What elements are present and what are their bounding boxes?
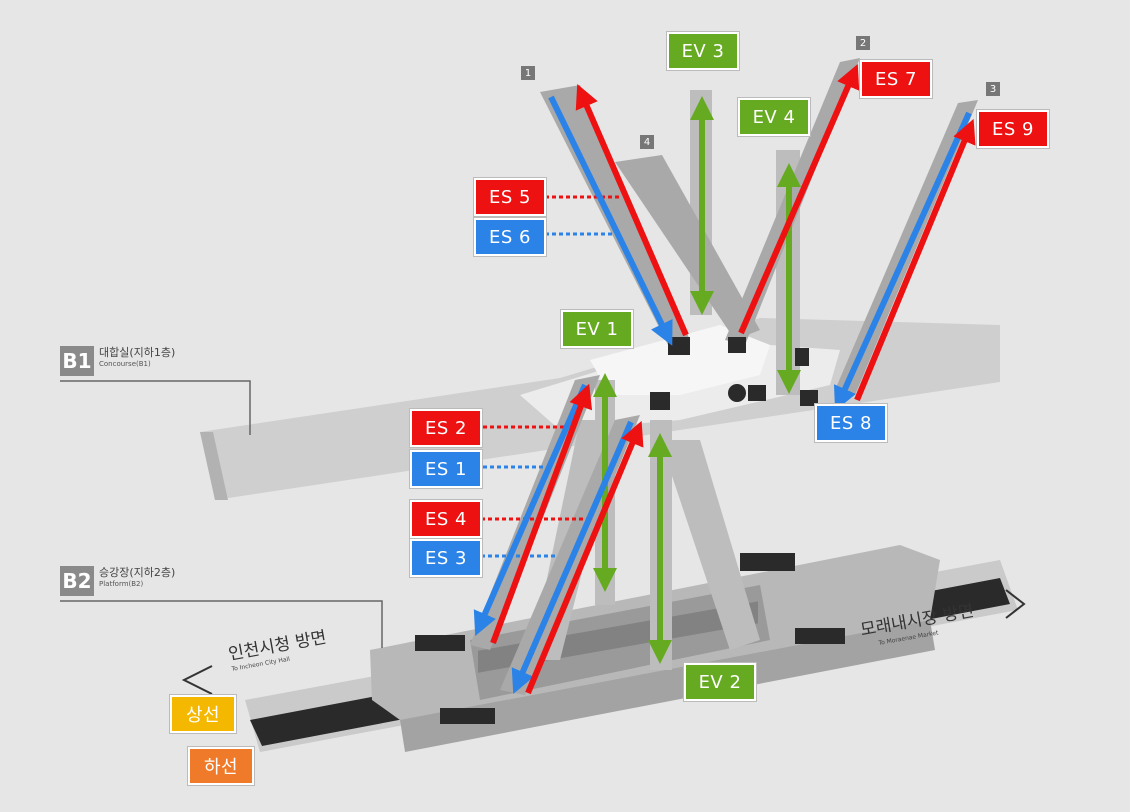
service-icon [795, 348, 809, 366]
ev3-label: EV 3 [667, 32, 739, 70]
es9-label: ES 9 [977, 110, 1049, 148]
legend-up-line: 상선 [170, 695, 236, 733]
es1-label: ES 1 [410, 450, 482, 488]
b1-name-en: Concourse(B1) [99, 360, 151, 368]
facility-icons [415, 337, 845, 724]
platform-facility-icons-4 [440, 708, 495, 724]
ev4-label: EV 4 [738, 98, 810, 136]
ev2-label: EV 2 [684, 663, 756, 701]
legend-down-line: 하선 [188, 747, 254, 785]
es9-arrow [854, 118, 976, 402]
arrow-left-icon [181, 665, 213, 695]
arrow-right-icon [1005, 589, 1026, 619]
es4-arrow [525, 420, 644, 695]
b2-name-ko: 승강장(지하2층) [99, 566, 176, 579]
es2-arrow [490, 383, 593, 645]
exit-4-badge: 4 [640, 135, 654, 149]
es8-label: ES 8 [815, 404, 887, 442]
station-office-icon [650, 392, 670, 410]
es7-arrow [738, 63, 860, 335]
b1-name-ko: 대합실(지하1층) [99, 346, 176, 359]
es8-arrow [833, 111, 972, 411]
es6-arrow [548, 95, 673, 346]
platform-facility-icons-3 [795, 628, 845, 644]
es5-label: ES 5 [474, 178, 546, 216]
b1-badge: B1 [60, 346, 94, 376]
es4-label: ES 4 [410, 500, 482, 538]
convenience-icon [800, 390, 818, 406]
exit-3-badge: 3 [986, 82, 1000, 96]
ticket-machine-icon [748, 385, 766, 401]
es7-label: ES 7 [860, 60, 932, 98]
b2-name-en: Platform(B2) [99, 580, 144, 588]
es1-arrow [473, 383, 588, 636]
elevator-icon [728, 337, 746, 353]
exit-2-badge: 2 [856, 36, 870, 50]
es2-label: ES 2 [410, 409, 482, 447]
direction-arrows [181, 589, 1026, 695]
platform-slab [245, 545, 1018, 752]
floor-brackets [60, 380, 383, 648]
restroom-icon [668, 337, 690, 355]
escalator-arrows [473, 63, 976, 695]
exit-1-badge: 1 [521, 66, 535, 80]
es6-label: ES 6 [474, 218, 546, 256]
platform-facility-icons-2 [740, 553, 795, 571]
dotted-connectors [481, 195, 622, 558]
b2-badge: B2 [60, 566, 94, 596]
info-icon [728, 384, 746, 402]
es5-arrow [575, 83, 689, 337]
platform-facility-icons-1 [415, 635, 465, 651]
es3-arrow [511, 420, 634, 695]
es3-label: ES 3 [410, 539, 482, 577]
ev1-label: EV 1 [561, 310, 633, 348]
